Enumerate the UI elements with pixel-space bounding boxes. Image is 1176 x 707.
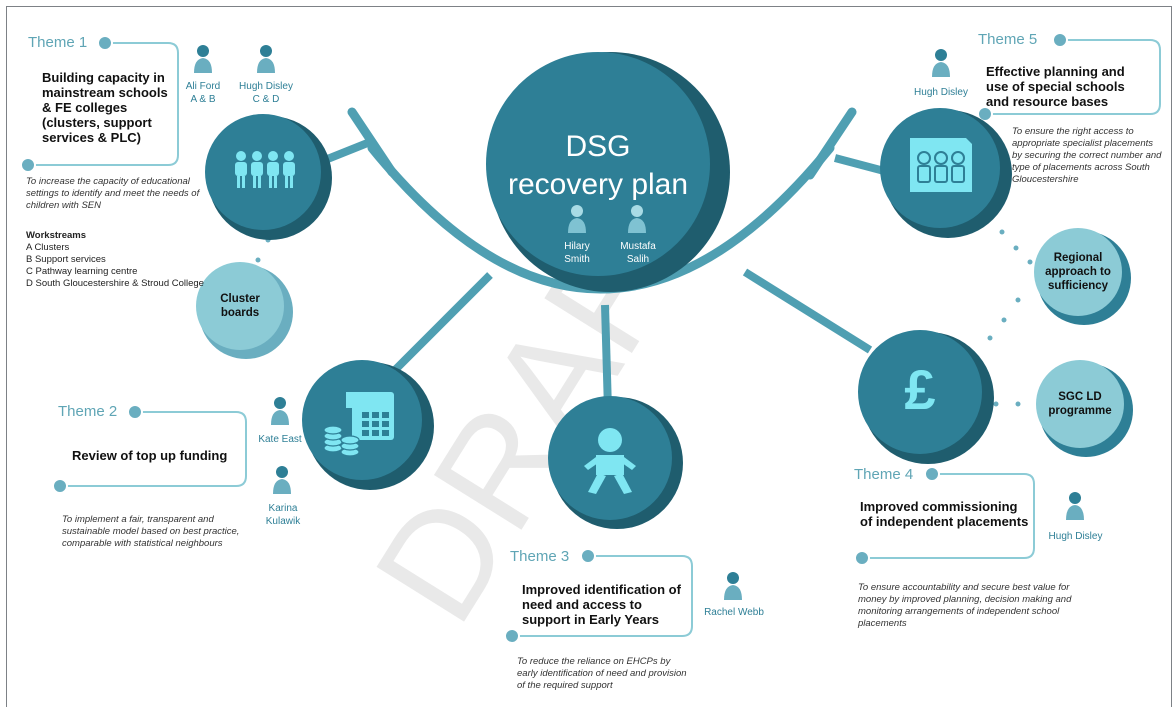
theme2-title: Review of top up funding [72,448,228,463]
person-icon [932,49,950,77]
baby-icon [584,428,636,494]
workstreams-heading: Workstreams [26,230,87,241]
person-icon [194,45,212,73]
theme3-description: To reduce the reliance on EHCPs by early… [517,656,687,691]
theme4-title: Improved commissioning of independent pl… [860,499,1029,529]
cluster-boards-bubble [196,262,284,350]
connector-theme3 [601,304,612,411]
hub-title-line1: DSG [565,130,631,163]
theme1-title: Building capacity in mainstream schools … [42,70,168,145]
theme1-person-hugh: Hugh Disley C & D [239,81,293,105]
theme5-description: To ensure the right access to appropriat… [1012,126,1162,185]
arc-end-left [347,107,397,177]
hub-title-line2: recovery plan [507,168,689,201]
person-icon [273,466,291,494]
connector-theme4 [742,268,873,354]
workstream-c: C Pathway learning centre [26,266,138,277]
hub-person-mustafa: Mustafa Salih [620,241,656,265]
sgc-ld-bubble [1036,360,1124,448]
connector-theme2 [377,272,493,388]
theme3-title: Improved identification of need and acce… [522,582,681,627]
theme5-label: Theme 5 [978,31,1038,48]
person-icon [628,205,646,233]
regional-bubble [1034,228,1122,316]
person-icon [724,572,742,600]
workstream-b: B Support services [26,254,106,265]
arc-end-right [805,107,857,180]
hub-person-hilary: Hilary Smith [564,241,590,265]
theme2-label: Theme 2 [58,403,118,420]
person-icons [194,45,1084,600]
theme1-person-ali: Ali Ford A & B [185,81,221,105]
theme3-person-rachel: Rachel Webb [704,607,764,618]
pound-sign-icon: £ [904,358,936,421]
regional-label: Regional approach to sufficiency [1045,252,1111,292]
theme-nodes [20,32,1068,644]
person-icon [568,205,586,233]
workstream-d: D South Gloucestershire & Stroud College [26,278,204,289]
person-icon [257,45,275,73]
theme1-description: To increase the capacity of educational … [26,176,200,211]
page-border [6,6,1172,707]
theme4-circle [858,330,982,454]
workstream-a: A Clusters [26,242,70,253]
theme5-title: Effective planning and use of special sc… [986,64,1125,109]
theme4-label: Theme 4 [854,466,914,483]
theme-brackets [28,39,1161,637]
sgc-ld-label: SGC LD programme [1048,391,1112,417]
school-building-icon [910,138,972,192]
theme3-label: Theme 3 [510,548,570,565]
theme1-label: Theme 1 [28,34,88,51]
connector-theme5 [833,154,890,176]
theme4-description: To ensure accountability and secure best… [858,582,1072,629]
theme5-person-hugh: Hugh Disley [914,87,968,98]
person-icon [271,397,289,425]
hub-circle [486,52,710,276]
theme2-description: To implement a fair, transparent and sus… [62,514,240,549]
theme2-person-kate: Kate East [258,434,302,445]
people-group-icon [235,151,295,188]
person-icon [1066,492,1084,520]
theme2-person-karina: Karina Kulawik [265,503,301,527]
theme4-person-hugh: Hugh Disley [1048,531,1103,542]
calculator-coins-icon [323,392,394,457]
cluster-boards-label: Cluster boards [220,293,260,319]
